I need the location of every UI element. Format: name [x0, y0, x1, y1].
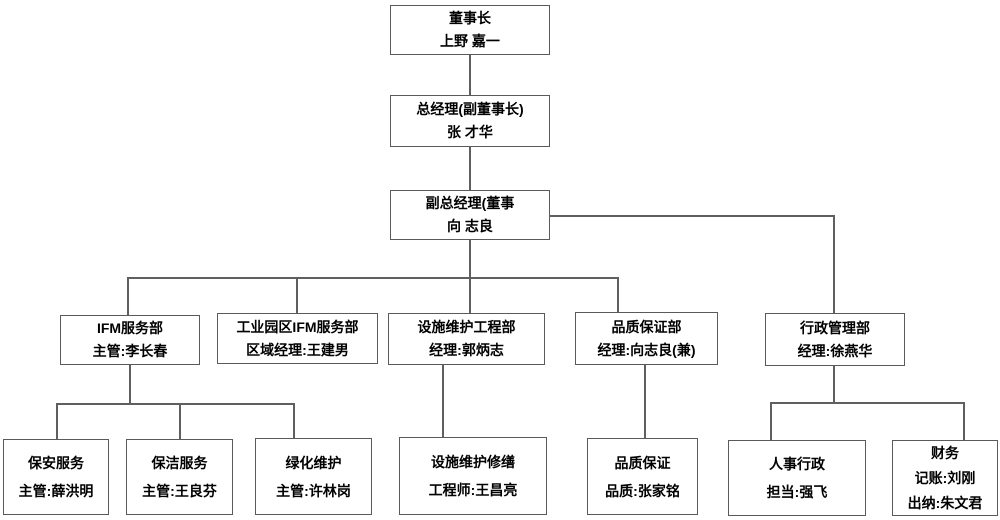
node-quality-title: 品质保证: [614, 454, 671, 471]
node-greening-maintenance: 绿化维护 主管:许林岗: [255, 438, 372, 515]
connector-gm-dgm: [469, 147, 471, 190]
node-ifm-dept: IFM服务部 主管:李长春: [60, 315, 200, 365]
connector-dgm-bus: [469, 240, 471, 278]
node-gm-title: 总经理(副董事长): [416, 101, 524, 117]
node-cleaning-service: 保洁服务 主管:王良芬: [126, 439, 233, 515]
node-general-manager: 总经理(副董事长) 张 才华: [390, 95, 550, 147]
node-park-ifm-title: 工业园区IFM服务部: [236, 318, 359, 335]
node-gm-person: 张 才华: [447, 124, 493, 140]
node-quality-dept-person: 经理:向志良(兼): [597, 341, 696, 358]
node-finance: 财务 记账:刘刚 出纳:朱文君: [892, 440, 998, 516]
node-ifm-person: 主管:李长春: [92, 343, 168, 359]
node-dgm-title: 副总经理(董事: [425, 195, 515, 211]
node-chairman-person: 上野 嘉一: [440, 33, 500, 49]
node-finance-person1: 记账:刘刚: [914, 469, 976, 486]
node-facility-maintenance-dept: 设施维护工程部 经理:郭炳志: [388, 313, 545, 365]
node-facility-repair: 设施维护修缮 工程师:王昌亮: [399, 437, 547, 515]
node-park-ifm-dept: 工业园区IFM服务部 区域经理:王建男: [217, 313, 378, 364]
node-quality-assurance: 品质保证 品质:张家铭: [587, 438, 698, 515]
connector-admin-children-bus: [770, 402, 965, 404]
node-chairman-title: 董事长: [449, 10, 491, 26]
node-quality-person: 品质:张家铭: [605, 482, 680, 499]
node-quality-dept-title: 品质保证部: [611, 318, 682, 335]
node-ifm-title: IFM服务部: [96, 320, 164, 336]
connector-drop-repair: [442, 365, 444, 437]
connector-chairman-gm: [469, 55, 471, 95]
node-greening-title: 绿化维护: [285, 454, 342, 471]
node-quality-assurance-dept: 品质保证部 经理:向志良(兼): [575, 312, 718, 365]
node-admin-dept-person: 经理:徐燕华: [797, 342, 873, 359]
node-admin-dept: 行政管理部 经理:徐燕华: [765, 313, 905, 366]
node-finance-person2: 出纳:朱文君: [907, 494, 983, 511]
node-facility-eng-person: 经理:郭炳志: [429, 342, 504, 358]
node-facility-eng-title: 设施维护工程部: [417, 319, 516, 335]
node-cleaning-title: 保洁服务: [151, 455, 208, 471]
node-repair-title: 设施维护修缮: [431, 454, 515, 470]
connector-drop-park-ifm: [296, 277, 298, 313]
connector-dgm-admin-vert: [833, 215, 835, 313]
node-cleaning-person: 主管:王良芬: [142, 483, 217, 499]
node-admin-dept-title: 行政管理部: [800, 319, 870, 336]
node-security-service: 保安服务 主管:薛洪明: [3, 439, 109, 515]
connector-admin-bus-vert: [833, 366, 835, 402]
connector-drop-quality: [644, 365, 646, 438]
node-dgm-person: 向 志良: [447, 218, 493, 234]
connector-ifm-bus-vert: [129, 365, 131, 403]
connector-drop-ifm: [127, 277, 129, 315]
connector-drop-hr-admin: [770, 402, 772, 440]
node-hr-admin-person: 担当:强飞: [766, 484, 828, 500]
connector-drop-greening: [293, 403, 295, 438]
node-hr-admin-title: 人事行政: [769, 456, 825, 472]
node-repair-person: 工程师:王昌亮: [428, 482, 518, 498]
node-security-title: 保安服务: [28, 455, 84, 471]
node-park-ifm-person: 区域经理:王建男: [246, 341, 349, 358]
node-deputy-general-manager: 副总经理(董事 向 志良: [390, 190, 550, 240]
node-hr-admin: 人事行政 担当:强飞: [728, 440, 866, 516]
node-chairman: 董事长 上野 嘉一: [390, 5, 550, 55]
connector-level4-bus: [127, 277, 619, 279]
connector-drop-quality-dept: [617, 277, 619, 312]
connector-drop-cleaning: [179, 403, 181, 439]
connector-drop-facility-eng: [469, 277, 471, 313]
node-greening-person: 主管:许林岗: [276, 482, 351, 499]
connector-dgm-admin-horiz: [550, 215, 835, 217]
node-finance-title: 财务: [931, 444, 959, 461]
connector-ifm-children-bus: [56, 403, 295, 405]
connector-drop-finance: [963, 402, 965, 440]
connector-drop-security: [56, 403, 58, 439]
node-security-person: 主管:薛洪明: [18, 483, 94, 499]
